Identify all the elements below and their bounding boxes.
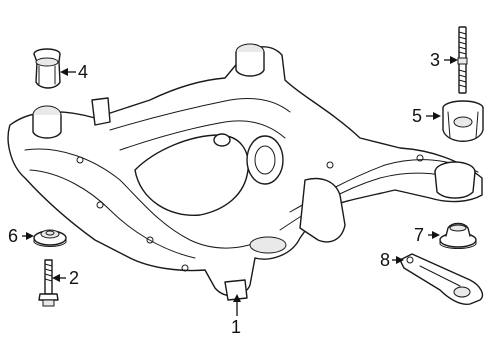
- stopper-part-7: [439, 222, 477, 249]
- bracket-part-8: [399, 253, 484, 305]
- callout-5: 5: [412, 106, 422, 126]
- subframe-assembly: [7, 43, 483, 301]
- stud-part-3: [457, 26, 468, 94]
- callout-leaders: [22, 56, 458, 316]
- callout-7: 7: [414, 225, 424, 245]
- callout-3: 3: [430, 50, 440, 70]
- callout-1: 1: [231, 317, 241, 337]
- bushing-part-4: [33, 48, 61, 89]
- stopper-part-6: [33, 229, 67, 247]
- callout-labels: 1 2 3 4 5 6 7 8: [8, 50, 440, 337]
- bolt-part-2: [38, 259, 59, 307]
- callout-2: 2: [69, 268, 79, 288]
- callout-6: 6: [8, 226, 18, 246]
- callout-8: 8: [380, 250, 390, 270]
- bushing-part-5: [442, 100, 484, 142]
- callout-4: 4: [78, 62, 88, 82]
